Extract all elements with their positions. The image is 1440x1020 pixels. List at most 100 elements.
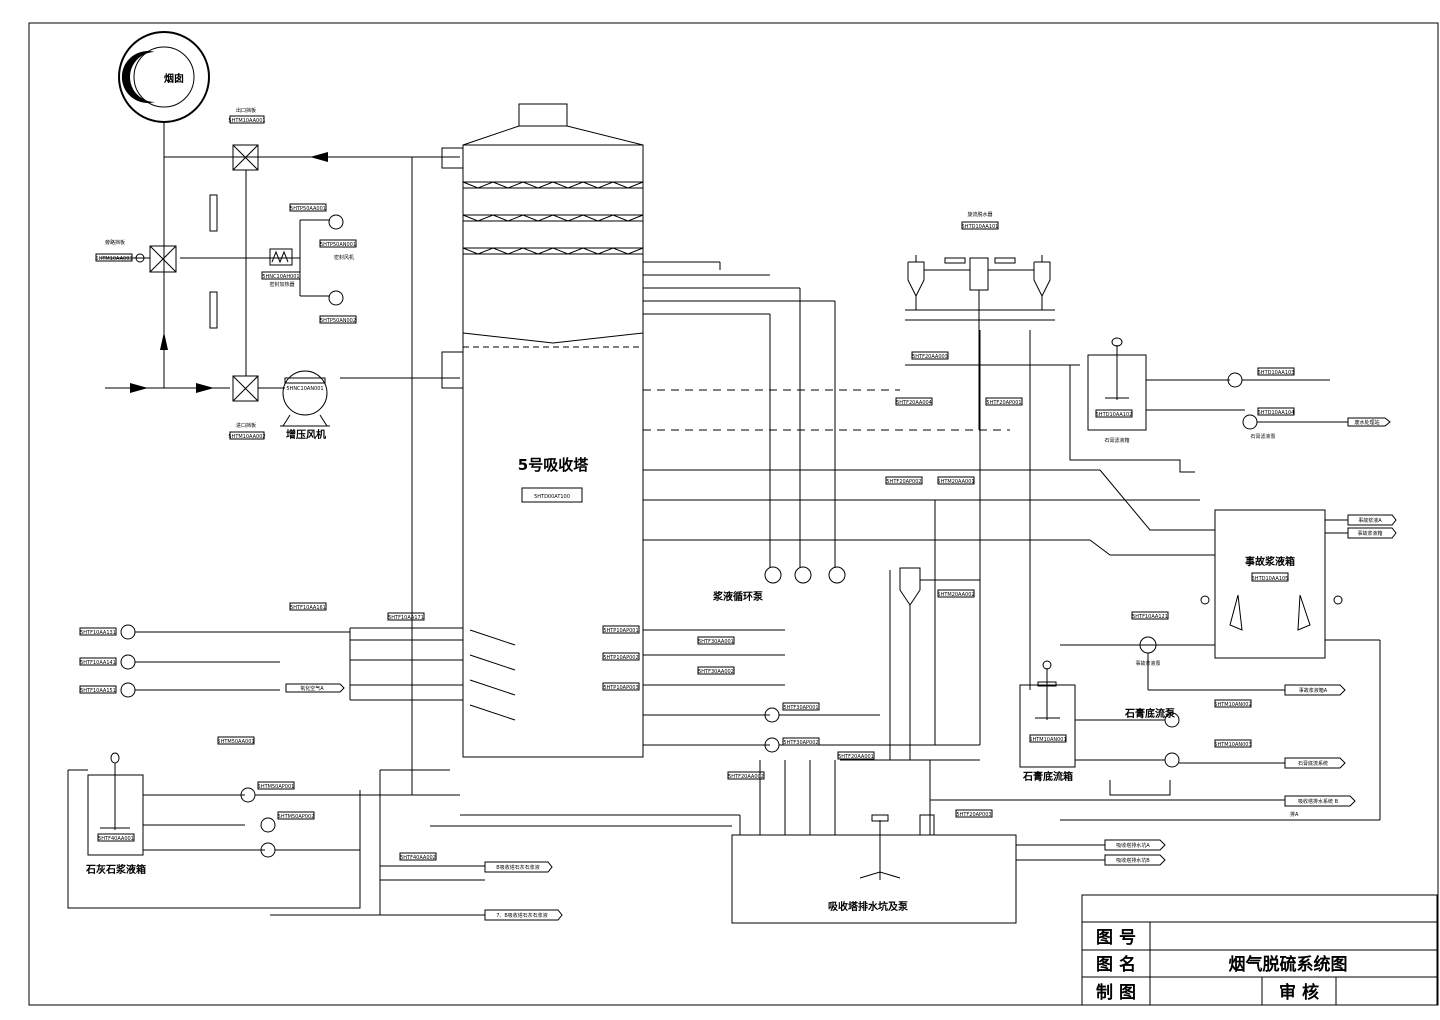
gypsum-bottom-pump-tag-a: 5HTM10AN002 — [1214, 702, 1251, 708]
oxidation-tag-e: 5HTF10AA171 — [388, 615, 424, 621]
bypass-damper: 旁路挡板 5HTM10AA003 — [95, 239, 177, 273]
seal-heater-tag: 5HNC10AH001 — [262, 274, 299, 280]
oxidation-tag-d: 5HTF10AA161 — [290, 605, 326, 611]
gypsum-filtrate-tank-label: 石膏滤液箱 — [1104, 437, 1129, 444]
drain-pit-label: 吸收塔排水坑及泵 — [828, 900, 909, 913]
outlet-damper-label: 出口挡板 — [236, 107, 256, 114]
drawing-name-label: 图 名 — [1096, 954, 1136, 975]
drain-tag-a: 5HTF20AA001 — [838, 754, 874, 760]
limestone-tank: 5HTF40AA001 石灰石浆液箱 B吸收塔石灰石浆液 7、B吸收塔石灰石浆液… — [67, 736, 563, 921]
misc-tag-d: 5HTF20AP002 — [886, 479, 921, 485]
cyclone-label: 旋流脱水器 — [967, 211, 992, 218]
limestone-tag-d: 5HTF40AA002 — [400, 855, 436, 861]
tower-tag-b: 5HTP10AP002 — [603, 655, 638, 661]
emergency-out-label: 事故浆液箱A — [1299, 687, 1328, 694]
emergency-tank-label: 事故浆液箱 — [1245, 555, 1295, 568]
drawing-border — [28, 22, 1439, 1006]
tower-tag-g: 5HTF30AP002 — [783, 740, 818, 746]
bypass-damper-tag: 5HTM10AA003 — [95, 256, 132, 262]
recirc-pumps-label: 浆液循环泵 — [713, 590, 764, 603]
tower-tag-c: 5HTP10AP003 — [603, 685, 638, 691]
misc-tag-a: 5HTF20AA003 — [912, 354, 948, 360]
seal-valve-tag-a: 5HTP50AA001 — [290, 206, 326, 212]
misc-tag-f: 5HTM20AA002 — [937, 592, 974, 598]
limestone-tag-c: 5HTM50AP002 — [278, 814, 315, 820]
title-block: 图 号 图 名 烟气脱硫系统图 制 图 审 核 — [1081, 894, 1438, 1006]
misc-tag-e: 5HTM20AA001 — [937, 479, 974, 485]
gypsum-bottom-tank: 5HTM10AN001 石膏底流箱 石膏底流泵 石膏底流系统 吸收塔排水系统 B… — [1019, 660, 1356, 818]
limestone-tag-a: 5HTM50AA001 — [217, 739, 254, 745]
bypass-damper-label: 旁路挡板 — [105, 239, 125, 246]
emergency-tank: 事故浆液箱 5HTD10AA105 事故浆液A 事故浆液箱 — [1040, 469, 1397, 821]
cyclone-tag: 5HTD10AA101 — [962, 224, 999, 230]
drawing-name-value: 烟气脱硫系统图 — [1229, 954, 1348, 975]
gypsum-filtrate-tank-tag: 5HTD10AA102 — [1096, 412, 1133, 418]
pit-out-a-label: 吸收塔排水坑A — [1116, 842, 1150, 849]
tower-tag-d: 5HTF30AA001 — [698, 639, 734, 645]
oxidation-air-system: 氧化空气A 5HTF10AA131 5HTF10AA141 5HTF10AA15… — [79, 602, 463, 701]
gypsum-pump-tag-a: 5HTD10AA103 — [1258, 370, 1295, 376]
emergency-in-a-label: 事故浆液A — [1358, 517, 1382, 524]
drain-tag-b: 5HTF20AA002 — [728, 774, 764, 780]
limestone-tank-label: 石灰石浆液箱 — [85, 863, 146, 876]
limestone-out-b-label: 7、B吸收塔石灰石浆液 — [496, 912, 548, 919]
booster-fan: 5HNC10AN001 增压风机 — [280, 370, 330, 441]
absorber-tower: 5号吸收塔 5HTD00AT100 — [441, 103, 644, 758]
drain-pit-tag: 5HTF20AP003 — [956, 812, 991, 818]
limestone-tag-b: 5HTM50AP001 — [258, 784, 295, 790]
drain-pit: 吸收塔排水坑及泵 吸收塔排水坑A 吸收塔排水坑B 5HTF20AP003 5HT… — [430, 751, 1166, 924]
booster-fan-code: 5HNC10AN001 — [286, 386, 323, 392]
gypsum-pump-label: 石膏滤液泵 — [1250, 433, 1275, 440]
misc-tags: 5HTF20AA003 5HTF20AA004 5HTF20AP001 5HTF… — [870, 351, 1023, 745]
tower-title: 5号吸收塔 — [518, 456, 589, 474]
seal-air-system: 密封风机 密封加热器 5HNC10AH001 5HTP50AA001 5HTP5… — [209, 170, 357, 376]
tower-bottom-pumps: 5HTP10AP001 5HTP10AP002 5HTP10AP003 5HTF… — [602, 330, 981, 761]
waste-water-label: 废水处理站 — [1354, 419, 1379, 426]
gypsum-bottom-out-label: 石膏底流系统 — [1298, 760, 1328, 767]
misc-tag-c: 5HTF20AP001 — [986, 400, 1021, 406]
inlet-damper-tag: 5HTM10AA002 — [228, 434, 265, 440]
cyclone-station: 旋流脱水器 5HTD10AA101 — [905, 211, 1080, 690]
drain-out-label: 吸收塔排水系统 B — [1298, 798, 1339, 805]
tower-code: 5HTD00AT100 — [534, 494, 570, 500]
seal-fan-label: 密封风机 — [334, 254, 354, 261]
booster-fan-label: 增压风机 — [286, 428, 326, 441]
gypsum-filtrate-tank: 石膏滤液箱 5HTD10AA102 废水处理站 石膏滤液泵 5HTD10AA10… — [1069, 337, 1391, 473]
gypsum-bottom-tank-label: 石膏底流箱 — [1022, 770, 1073, 783]
emergency-tank-tag: 5HTD10AA105 — [1252, 576, 1289, 582]
recirc-pump-b — [794, 566, 812, 584]
drawn-by-label: 制 图 — [1096, 982, 1136, 1003]
tower-tag-f: 5HTF30AP001 — [783, 705, 818, 711]
inlet-damper: 进口挡板 5HTM10AA002 — [228, 375, 266, 440]
seal-fan-tag-b: 5HTP50AN002 — [320, 318, 356, 324]
chimney-label: 烟囱 — [164, 72, 184, 85]
emergency-pump: 事故浆液泵 5HTF10AA121 事故浆液箱A — [1131, 611, 1346, 696]
drawing-no-label: 图 号 — [1096, 928, 1136, 948]
seal-fan-tag-a: 5HTP50AN001 — [320, 242, 356, 248]
seal-heater-label: 密封加热器 — [269, 281, 294, 288]
limestone-tank-tag: 5HTF40AA001 — [98, 836, 134, 842]
recirc-pump-a — [764, 566, 782, 584]
gypsum-pump-tag-b: 5HTD10AA104 — [1258, 410, 1295, 416]
drain-out-note: 排A — [1290, 811, 1299, 818]
outlet-damper-tag: 5HTM10AA001 — [228, 118, 265, 124]
emergency-in-b-label: 事故浆液箱 — [1357, 530, 1382, 537]
flue-gas-ducts — [100, 122, 460, 795]
emergency-pump-tag: 5HTF10AA121 — [1132, 614, 1168, 620]
oxidation-air-label: 氧化空气A — [300, 685, 324, 692]
tower-tag-e: 5HTF30AA002 — [698, 669, 734, 675]
recirc-headers: 浆液循环泵 — [643, 261, 1200, 603]
inlet-damper-label: 进口挡板 — [236, 422, 256, 429]
gypsum-bottom-pump-tag-b: 5HTM10AN003 — [1214, 742, 1251, 748]
reviewed-label: 审 核 — [1279, 982, 1319, 1003]
recirc-pump-c — [828, 566, 846, 584]
misc-tag-b: 5HTF20AA004 — [896, 400, 932, 406]
outlet-damper: 出口挡板 5HTM10AA001 — [228, 107, 266, 171]
limestone-out-a-label: B吸收塔石灰石浆液 — [496, 864, 539, 871]
pit-out-b-label: 吸收塔排水坑B — [1116, 857, 1150, 864]
gypsum-bottom-pump-label: 石膏底流泵 — [1124, 707, 1176, 720]
oxidation-blower-tag-b: 5HTF10AA141 — [80, 660, 116, 666]
chimney: 烟囱 — [118, 31, 210, 123]
tower-tag-a: 5HTP10AP001 — [603, 628, 638, 634]
